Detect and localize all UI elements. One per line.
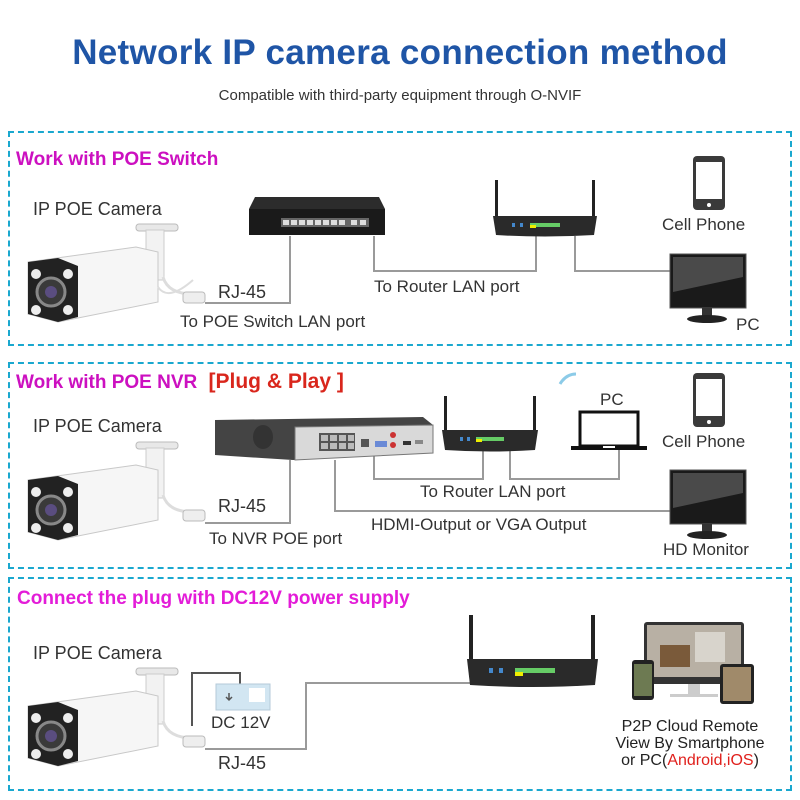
cable-desc-label: To POE Switch LAN port <box>180 312 366 331</box>
wire <box>373 236 375 272</box>
power-wire <box>239 672 241 686</box>
power-socket-icon <box>215 683 271 711</box>
p2p-line-3: or PC(Android,iOS) <box>600 752 780 769</box>
pc-label: PC <box>600 390 624 409</box>
router-link-label: To Router LAN port <box>420 482 566 501</box>
wire <box>509 478 620 480</box>
panel-title: Work with POE NVR [Plug & Play ] <box>16 370 344 394</box>
multi-device-icon <box>632 622 754 704</box>
cable-desc-label: To NVR POE port <box>209 529 343 548</box>
p2p-suffix: ) <box>753 752 759 769</box>
wire <box>509 448 511 480</box>
wire <box>618 450 620 480</box>
wire <box>334 460 336 512</box>
panel-poe-nvr <box>8 362 792 569</box>
router-link-label: To Router LAN port <box>374 277 520 296</box>
camera-icon <box>27 441 206 541</box>
panel-title: Work with POE Switch <box>16 149 219 170</box>
camera-label: IP POE Camera <box>33 416 162 436</box>
power-label: DC 12V <box>211 713 271 732</box>
video-output-label: HDMI-Output or VGA Output <box>371 515 587 534</box>
p2p-line-1: P2P Cloud Remote <box>621 718 759 735</box>
camera-label: IP POE Camera <box>33 643 162 663</box>
panel-title-text: Work with POE NVR <box>16 372 198 393</box>
cell-phone-icon <box>693 373 725 427</box>
wire <box>574 236 576 272</box>
wire <box>205 522 291 524</box>
p2p-prefix: or PC( <box>621 752 668 769</box>
wire <box>205 748 307 750</box>
wire <box>205 302 291 304</box>
wire <box>289 460 291 524</box>
router-icon <box>467 615 598 687</box>
wifi-icon <box>558 372 577 385</box>
camera-icon <box>27 223 206 323</box>
plug-and-play-badge: [Plug & Play ] <box>208 370 344 393</box>
wire <box>574 270 674 272</box>
p2p-line-2: View By Smartphone <box>615 735 765 752</box>
router-icon <box>493 180 597 237</box>
phone-label: Cell Phone <box>662 215 746 234</box>
wire <box>305 682 307 750</box>
cell-phone-icon <box>693 156 725 210</box>
wire <box>373 270 537 272</box>
cable-label: RJ-45 <box>218 496 267 516</box>
wire <box>373 478 484 480</box>
panel-dc12v <box>8 577 792 791</box>
monitor-icon <box>669 253 747 323</box>
laptop-icon <box>571 410 647 450</box>
panel-poe-switch <box>8 131 792 346</box>
poe-switch-icon <box>249 197 385 235</box>
power-wire <box>191 672 193 726</box>
wire <box>482 448 484 480</box>
page-subtitle: Compatible with third-party equipment th… <box>218 87 582 104</box>
panel-title: Connect the plug with DC12V power supply <box>17 588 410 609</box>
nvr-icon <box>215 417 434 461</box>
p2p-description: P2P Cloud Remote View By Smartphone or P… <box>600 718 780 769</box>
pc-label: PC <box>736 315 760 334</box>
page-title: Network IP camera connection method <box>72 33 728 72</box>
camera-label: IP POE Camera <box>33 199 162 219</box>
wire <box>535 236 537 272</box>
phone-label: Cell Phone <box>662 432 746 451</box>
wire <box>289 236 291 304</box>
platform-highlight: Android,iOS <box>667 752 754 769</box>
wire <box>334 510 674 512</box>
power-wire <box>191 672 241 674</box>
monitor-label: HD Monitor <box>663 540 749 559</box>
monitor-icon <box>669 469 747 539</box>
wire <box>373 455 375 480</box>
router-icon <box>442 396 538 452</box>
cable-label: RJ-45 <box>218 753 267 773</box>
wire <box>305 682 470 684</box>
camera-icon <box>27 667 206 767</box>
cable-label: RJ-45 <box>218 282 267 302</box>
